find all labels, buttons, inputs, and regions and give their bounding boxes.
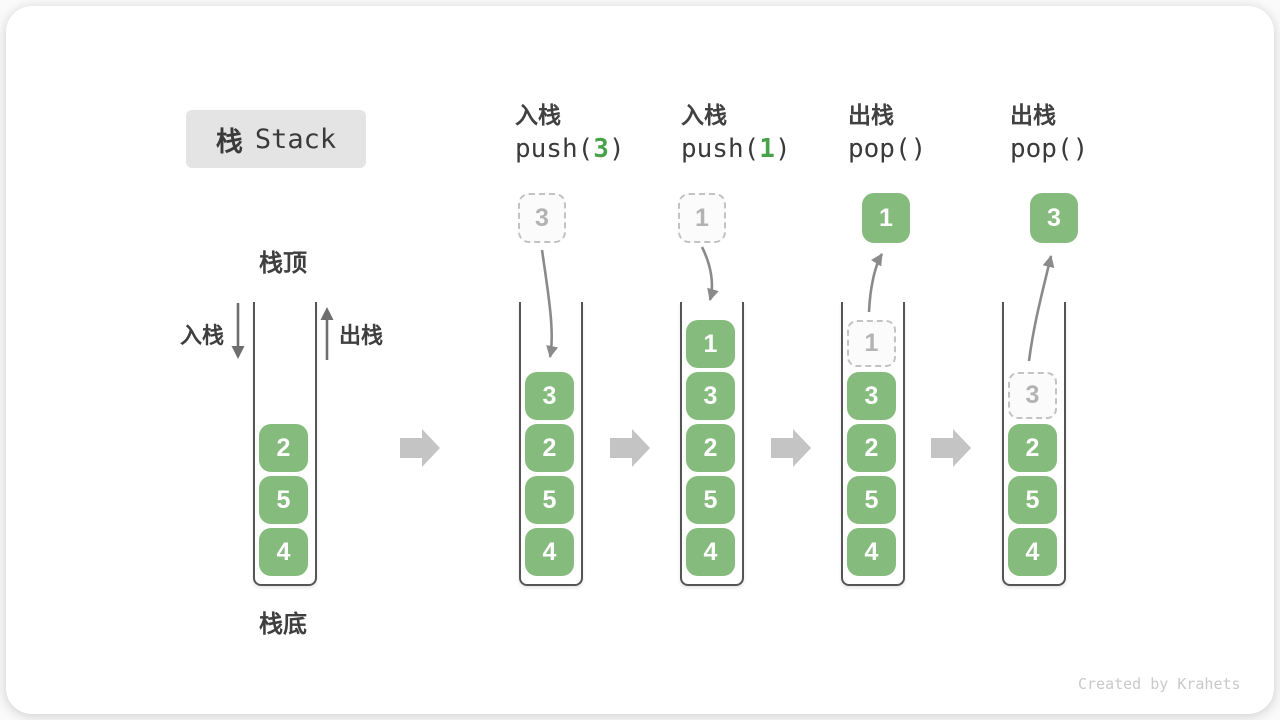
floating-item-solid: 3: [1030, 193, 1078, 243]
stack-item: 2: [1008, 424, 1057, 472]
code-text: ): [1072, 134, 1089, 164]
stack-item: 4: [847, 528, 896, 576]
stack-item: 3: [686, 372, 735, 420]
stack-item: 5: [525, 476, 574, 524]
stack-item: 5: [847, 476, 896, 524]
stack-item: 4: [1008, 528, 1057, 576]
title-badge: 栈 Stack: [186, 110, 366, 168]
stack-well-1: [253, 302, 317, 586]
code-text: pop(: [1010, 134, 1073, 164]
stack-item: 2: [525, 424, 574, 472]
op-code: pop(): [848, 130, 926, 168]
op-code: pop(): [1010, 130, 1088, 168]
code-text: push(: [515, 134, 594, 164]
stack-well-5: [1002, 302, 1066, 586]
stack-item: 4: [259, 528, 308, 576]
code-text: pop(: [848, 134, 911, 164]
stack-item: 2: [847, 424, 896, 472]
stack-item: 3: [525, 372, 574, 420]
code-arg: 3: [593, 134, 609, 164]
stack-item: 2: [686, 424, 735, 472]
op-header-pop-2: 出栈 pop(): [1010, 100, 1088, 168]
label-stack-top: 栈顶: [259, 250, 307, 277]
stack-item: 5: [686, 476, 735, 524]
label-pop: 出栈: [339, 323, 384, 348]
floating-item-dashed: 3: [518, 193, 566, 243]
credit-text: Created by Krahets: [1078, 675, 1241, 693]
op-code: push(1): [681, 130, 791, 168]
stack-well-3: [680, 302, 744, 586]
stack-item-ghost: 3: [1008, 372, 1057, 419]
code-text: ): [774, 134, 791, 164]
op-header-pop-1: 出栈 pop(): [848, 100, 926, 168]
code-text: ): [608, 134, 625, 164]
stack-item: 4: [686, 528, 735, 576]
code-text: ): [910, 134, 927, 164]
label-push: 入栈: [179, 323, 224, 348]
op-header-push-1: 入栈 push(1): [681, 100, 791, 168]
stack-item-ghost: 1: [847, 320, 896, 367]
stack-well-2: [519, 302, 583, 586]
stack-item: 2: [259, 424, 308, 472]
title-en: Stack: [254, 123, 337, 155]
stack-well-4: [841, 302, 905, 586]
stack-item: 5: [259, 476, 308, 524]
label-stack-bottom: 栈底: [259, 611, 307, 638]
op-label: 出栈: [1010, 102, 1056, 128]
floating-item-dashed: 1: [678, 193, 726, 243]
stack-item: 5: [1008, 476, 1057, 524]
op-label: 入栈: [681, 102, 727, 128]
floating-item-solid: 1: [862, 193, 910, 243]
title-zh: 栈: [215, 126, 243, 157]
code-text: push(: [681, 134, 760, 164]
op-code: push(3): [515, 130, 625, 168]
stack-item: 4: [525, 528, 574, 576]
stack-item: 3: [847, 372, 896, 420]
op-label: 入栈: [515, 102, 561, 128]
code-arg: 1: [759, 134, 775, 164]
op-header-push-3: 入栈 push(3): [515, 100, 625, 168]
op-label: 出栈: [848, 102, 894, 128]
stack-item: 1: [686, 320, 735, 368]
